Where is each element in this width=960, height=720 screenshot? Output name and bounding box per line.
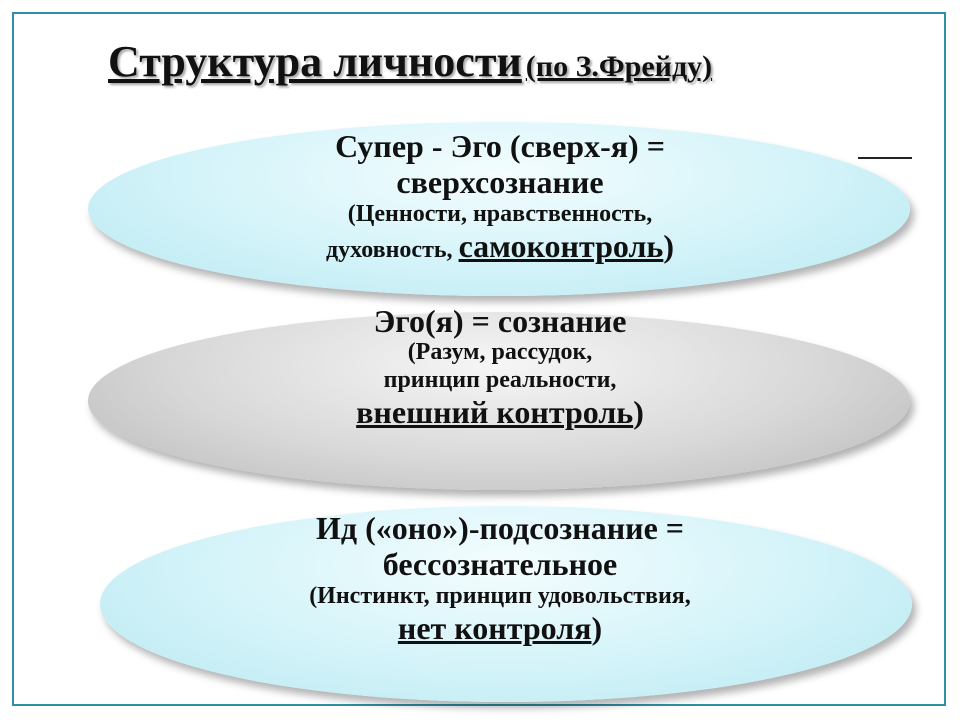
super-ego-detail-end: ) [663,228,674,265]
id-emphasis-line: нет контроля) [150,610,850,646]
title-subtitle: (по З.Фрейду) [525,50,713,83]
super-ego-text: Супер - Эго (сверх-я) = сверхсознание (Ц… [150,128,850,265]
ego-emphasis-line: внешний контроль) [150,394,850,430]
super-ego-detail-line2: духовность, самоконтроль) [150,228,850,264]
super-ego-heading-line1: Супер - Эго (сверх-я) = [335,128,665,164]
slide-title: Структура личности (по З.Фрейду) [108,36,908,100]
id-detail-line1: (Инстинкт, принцип удовольствия, [309,582,691,609]
slide-frame [12,12,946,706]
ego-ellipse [88,312,910,490]
ego-detail-line1: (Разум, рассудок, [407,339,593,366]
super-ego-heading-line2: сверхсознание [396,164,604,201]
ego-detail-line2: принцип реальности, [383,366,617,393]
id-heading-line1: Ид («оно»)-подсознание = [316,510,684,546]
id-emphasis-end: ) [591,610,603,647]
super-ego-detail-start: духовность, [326,237,459,264]
ego-text: Эго(я) = сознание (Разум, рассудок, прин… [150,303,850,431]
ego-emphasis-end: ) [633,394,644,431]
id-ellipse [100,506,912,702]
id-heading-line2: бессознательное [382,546,618,583]
super-ego-emphasis: самоконтроль [458,228,664,265]
ego-emphasis: внешний контроль [356,394,634,431]
decorative-line [858,157,912,159]
id-emphasis: нет контроля [397,610,592,647]
ego-heading: Эго(я) = сознание [373,303,627,339]
super-ego-ellipse [88,122,910,296]
id-text: Ид («оно»)-подсознание = бессознательное… [150,510,850,647]
super-ego-detail-line1: (Ценности, нравственность, [347,200,653,227]
title-main: Структура личности [108,37,522,86]
